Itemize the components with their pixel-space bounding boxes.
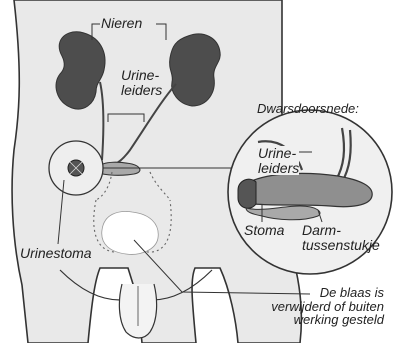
label-stoma-detail: Stoma [244, 223, 284, 238]
label-kidneys: Nieren [101, 16, 142, 31]
label-bladder-note: De blaas is verwijderd of buiten werking… [271, 286, 384, 327]
label-intestine-segment: Darm- tussenstukje [302, 223, 380, 252]
label-bladder-note-line3: werking gesteld [271, 313, 384, 327]
detail-stoma [238, 179, 256, 208]
label-cross-section: Dwarsdoorsnede: [257, 102, 359, 116]
label-bladder-note-line1: De blaas is [271, 286, 384, 300]
label-intestine-line2: tussenstukje [302, 238, 380, 253]
label-ureters-detail: Urine- leiders [258, 146, 299, 175]
label-intestine-line1: Darm- [302, 223, 380, 238]
label-ureters-main-line1: Urine- [121, 68, 162, 83]
label-bladder-note-line2: verwijderd of buiten [271, 300, 384, 314]
label-urostomy: Urinestoma [20, 246, 92, 261]
label-ureters-detail-line2: leiders [258, 161, 299, 176]
bladder-shape [102, 212, 159, 255]
label-ureters-detail-line1: Urine- [258, 146, 299, 161]
label-ureters-main: Urine- leiders [121, 68, 162, 97]
label-ureters-main-line2: leiders [121, 83, 162, 98]
